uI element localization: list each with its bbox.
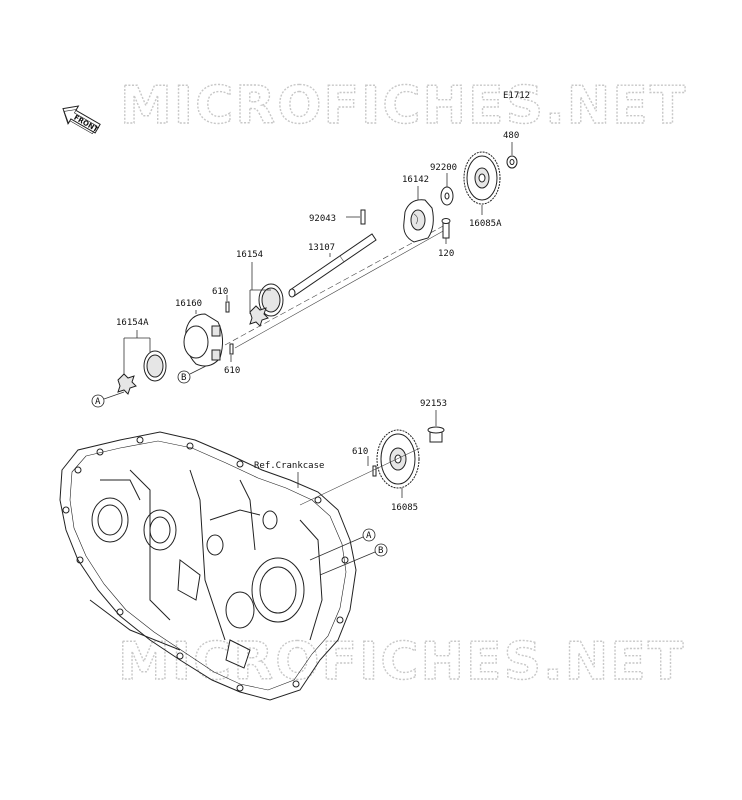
crankcase-drawing bbox=[59, 431, 357, 701]
part-16085-gear: 16085 bbox=[376, 429, 420, 513]
svg-text:610: 610 bbox=[212, 287, 228, 297]
part-92153-bolt: 92153 bbox=[420, 399, 447, 443]
svg-text:A: A bbox=[366, 531, 372, 541]
axis-line-upper bbox=[224, 224, 446, 346]
svg-text:92153: 92153 bbox=[420, 399, 447, 409]
axis-line-lower bbox=[234, 229, 446, 349]
svg-text:92200: 92200 bbox=[430, 163, 457, 173]
part-610-pin-gear: 610 bbox=[352, 447, 377, 477]
svg-text:120: 120 bbox=[438, 249, 454, 259]
svg-text:B: B bbox=[378, 546, 383, 556]
svg-text:610: 610 bbox=[352, 447, 368, 457]
svg-text:16154: 16154 bbox=[236, 250, 263, 260]
svg-text:13107: 13107 bbox=[308, 243, 335, 253]
callout-b-upper: B bbox=[177, 365, 207, 384]
part-610-pin-upper: 610 bbox=[212, 287, 230, 313]
part-16142-cover: 16142 bbox=[402, 175, 434, 243]
svg-text:B: B bbox=[181, 373, 186, 383]
part-480: 480 bbox=[503, 131, 519, 169]
part-92200-washer: 92200 bbox=[430, 163, 457, 206]
callout-a-lower: A bbox=[309, 528, 376, 561]
part-16154-rotor: 16154 bbox=[236, 250, 284, 327]
part-16160-pump-body: 16160 bbox=[175, 299, 224, 367]
part-13107-shaft: 13107 bbox=[288, 233, 377, 298]
gear-axis-line bbox=[299, 447, 421, 506]
part-120-bolt: 120 bbox=[438, 218, 454, 259]
svg-text:16160: 16160 bbox=[175, 299, 202, 309]
ref-crankcase-label: Ref.Crankcase bbox=[254, 461, 324, 471]
watermark-top: MICROFICHES.NET bbox=[120, 76, 687, 136]
svg-text:16142: 16142 bbox=[402, 175, 429, 185]
callout-b-lower: B bbox=[319, 543, 388, 576]
part-16085A-gear: 16085A bbox=[463, 151, 502, 229]
part-16154A-rotor-set: 16154A bbox=[116, 318, 167, 395]
part-610-pin-lower: 610 bbox=[224, 343, 240, 376]
svg-text:16085: 16085 bbox=[391, 503, 418, 513]
svg-text:A: A bbox=[95, 397, 101, 407]
front-arrow-icon: FRONT bbox=[62, 105, 101, 135]
callout-a-upper: A bbox=[91, 391, 125, 408]
diagram-code: E1712 bbox=[503, 91, 530, 101]
watermark-bottom: MICROFICHES.NET bbox=[118, 632, 685, 692]
svg-text:16154A: 16154A bbox=[116, 318, 149, 328]
svg-text:92043: 92043 bbox=[309, 214, 336, 224]
svg-text:610: 610 bbox=[224, 366, 240, 376]
svg-text:480: 480 bbox=[503, 131, 519, 141]
svg-text:16085A: 16085A bbox=[469, 219, 502, 229]
part-92043-pin: 92043 bbox=[309, 209, 366, 225]
